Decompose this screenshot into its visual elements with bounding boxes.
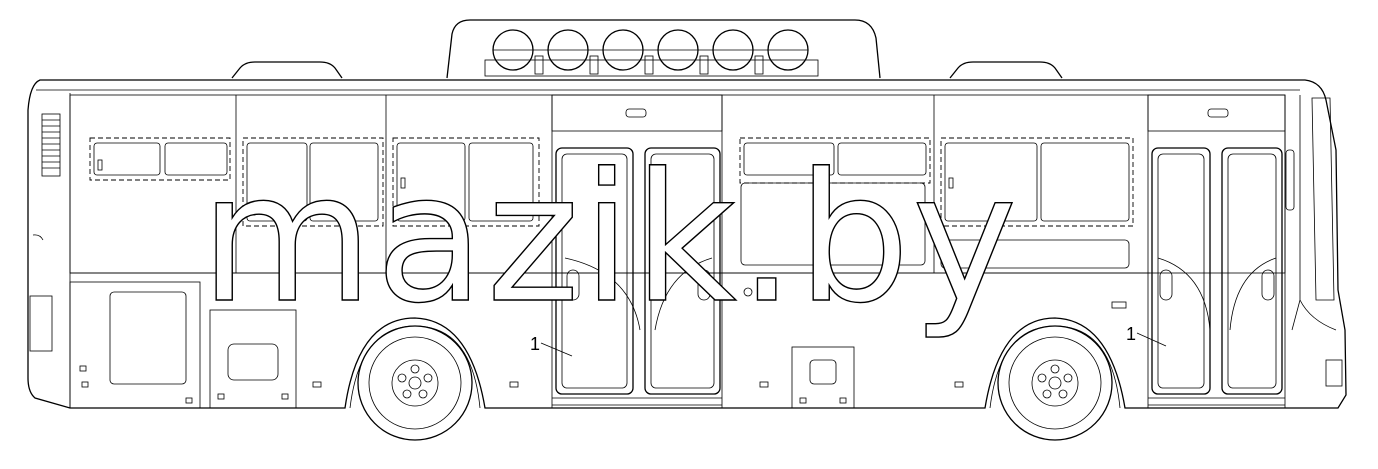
side-windows: [89, 137, 1134, 269]
gas-cylinders: [492, 29, 809, 75]
headlight: [1325, 359, 1343, 387]
rear-door: [1147, 94, 1286, 406]
bus-body-outline: [27, 79, 1347, 409]
side-mirror: [1285, 149, 1295, 211]
watermark-text: mazik.by: [200, 135, 1019, 342]
rear-roof-hatch: [949, 61, 1063, 79]
callout-label-front-door: 1: [530, 334, 540, 354]
roof-cylinder-housing: [446, 19, 881, 79]
rear-door-callout: 1: [1126, 324, 1167, 347]
front-roof-hatch: [231, 61, 343, 79]
front-end: [1285, 95, 1343, 387]
service-hatches: [69, 281, 1127, 409]
front-door-callout: 1: [530, 334, 573, 357]
rear-light: [29, 295, 53, 352]
callout-label-rear-door: 1: [1126, 324, 1136, 344]
rear-grille: [41, 113, 61, 177]
front-wheel: [989, 325, 1121, 441]
front-door: [551, 94, 723, 406]
rear-wheel: [349, 325, 481, 441]
